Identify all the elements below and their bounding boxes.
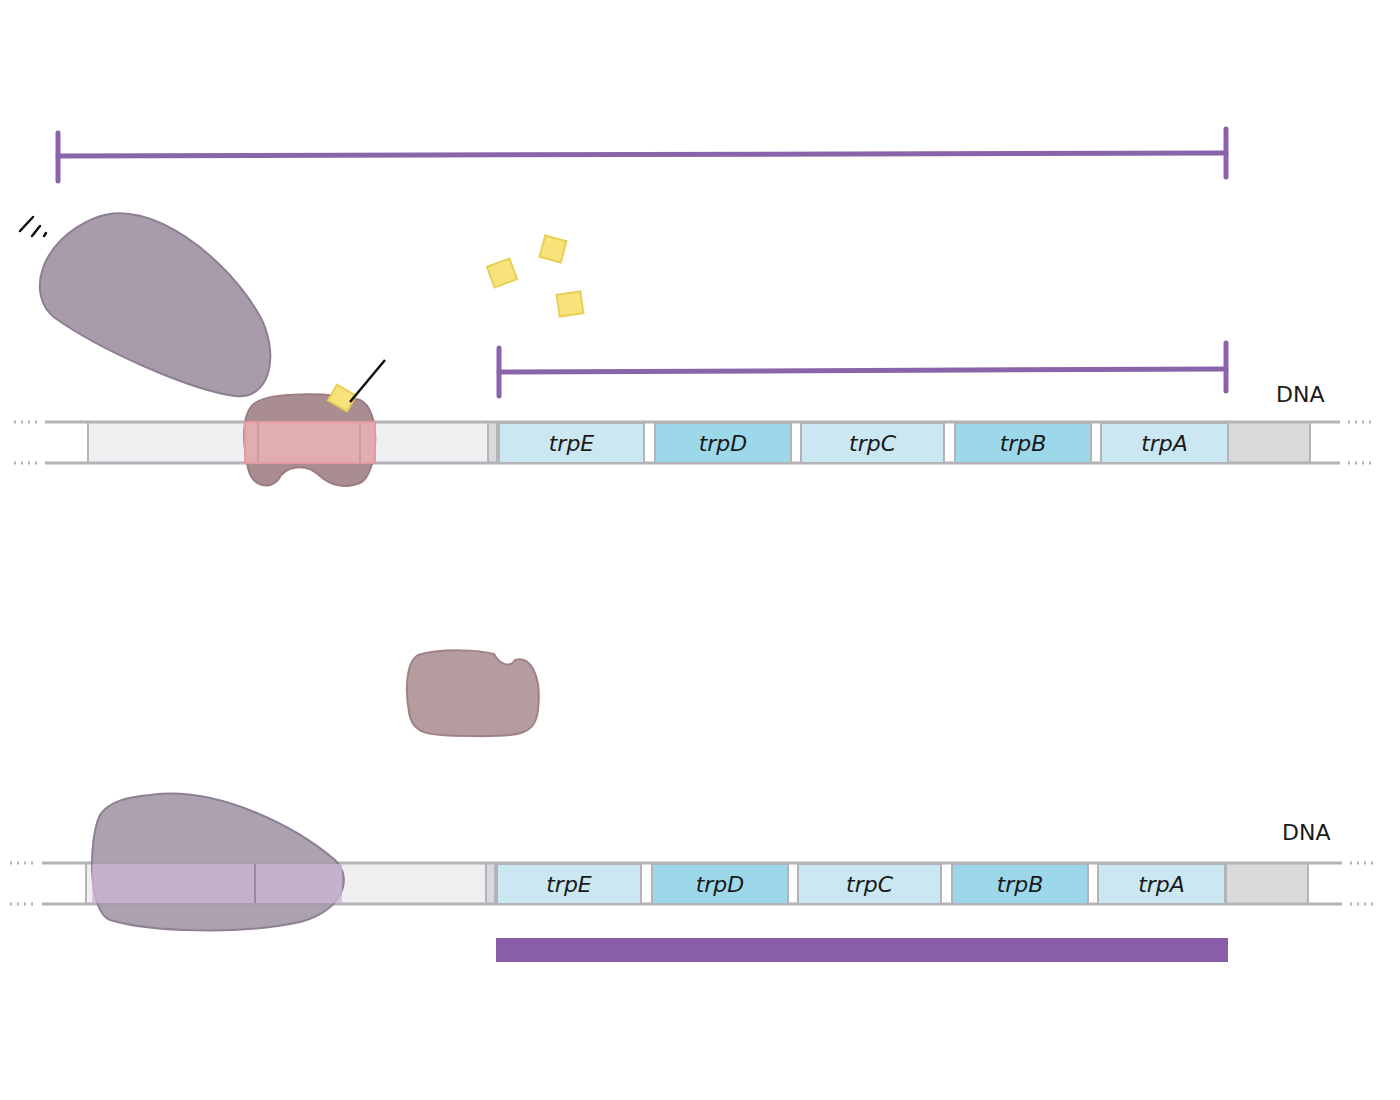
gene-name: trpB — [997, 872, 1044, 897]
gene-box: trpC — [800, 422, 945, 464]
gene-box: trpA — [1097, 863, 1226, 905]
gene-box: trpE — [496, 863, 642, 905]
inactive-repressor — [407, 650, 539, 736]
gene-box: trpD — [654, 422, 792, 464]
gene-name: trpB — [1000, 431, 1047, 456]
rna-polymerase — [40, 213, 271, 396]
gene-name: trpA — [1141, 431, 1188, 456]
gene-box: trpC — [797, 863, 942, 905]
gene-name: trpA — [1138, 872, 1185, 897]
gene-box: trpB — [951, 863, 1089, 905]
dna-label: DNA — [1282, 820, 1330, 845]
gene-name: trpC — [846, 872, 893, 897]
leader-line — [350, 360, 385, 402]
gene-box: trpE — [498, 422, 645, 464]
gene-name: trpD — [696, 872, 745, 897]
motion-marks — [20, 217, 46, 236]
dna-label: DNA — [1276, 382, 1324, 407]
gene-box: trpB — [954, 422, 1092, 464]
gene-name: trpE — [549, 431, 595, 456]
dna-strand — [10, 863, 1378, 904]
operator — [245, 422, 375, 463]
gene-name: trpE — [546, 872, 592, 897]
mrna-bar — [496, 938, 1228, 962]
gene-name: trpC — [849, 431, 896, 456]
tryptophan — [328, 236, 583, 412]
gene-name: trpD — [699, 431, 748, 456]
dna-strand — [14, 422, 1375, 463]
gene-box: trpA — [1100, 422, 1229, 464]
rna-polymerase — [92, 794, 344, 931]
gene-box: trpD — [651, 863, 789, 905]
active-repressor — [244, 394, 375, 486]
